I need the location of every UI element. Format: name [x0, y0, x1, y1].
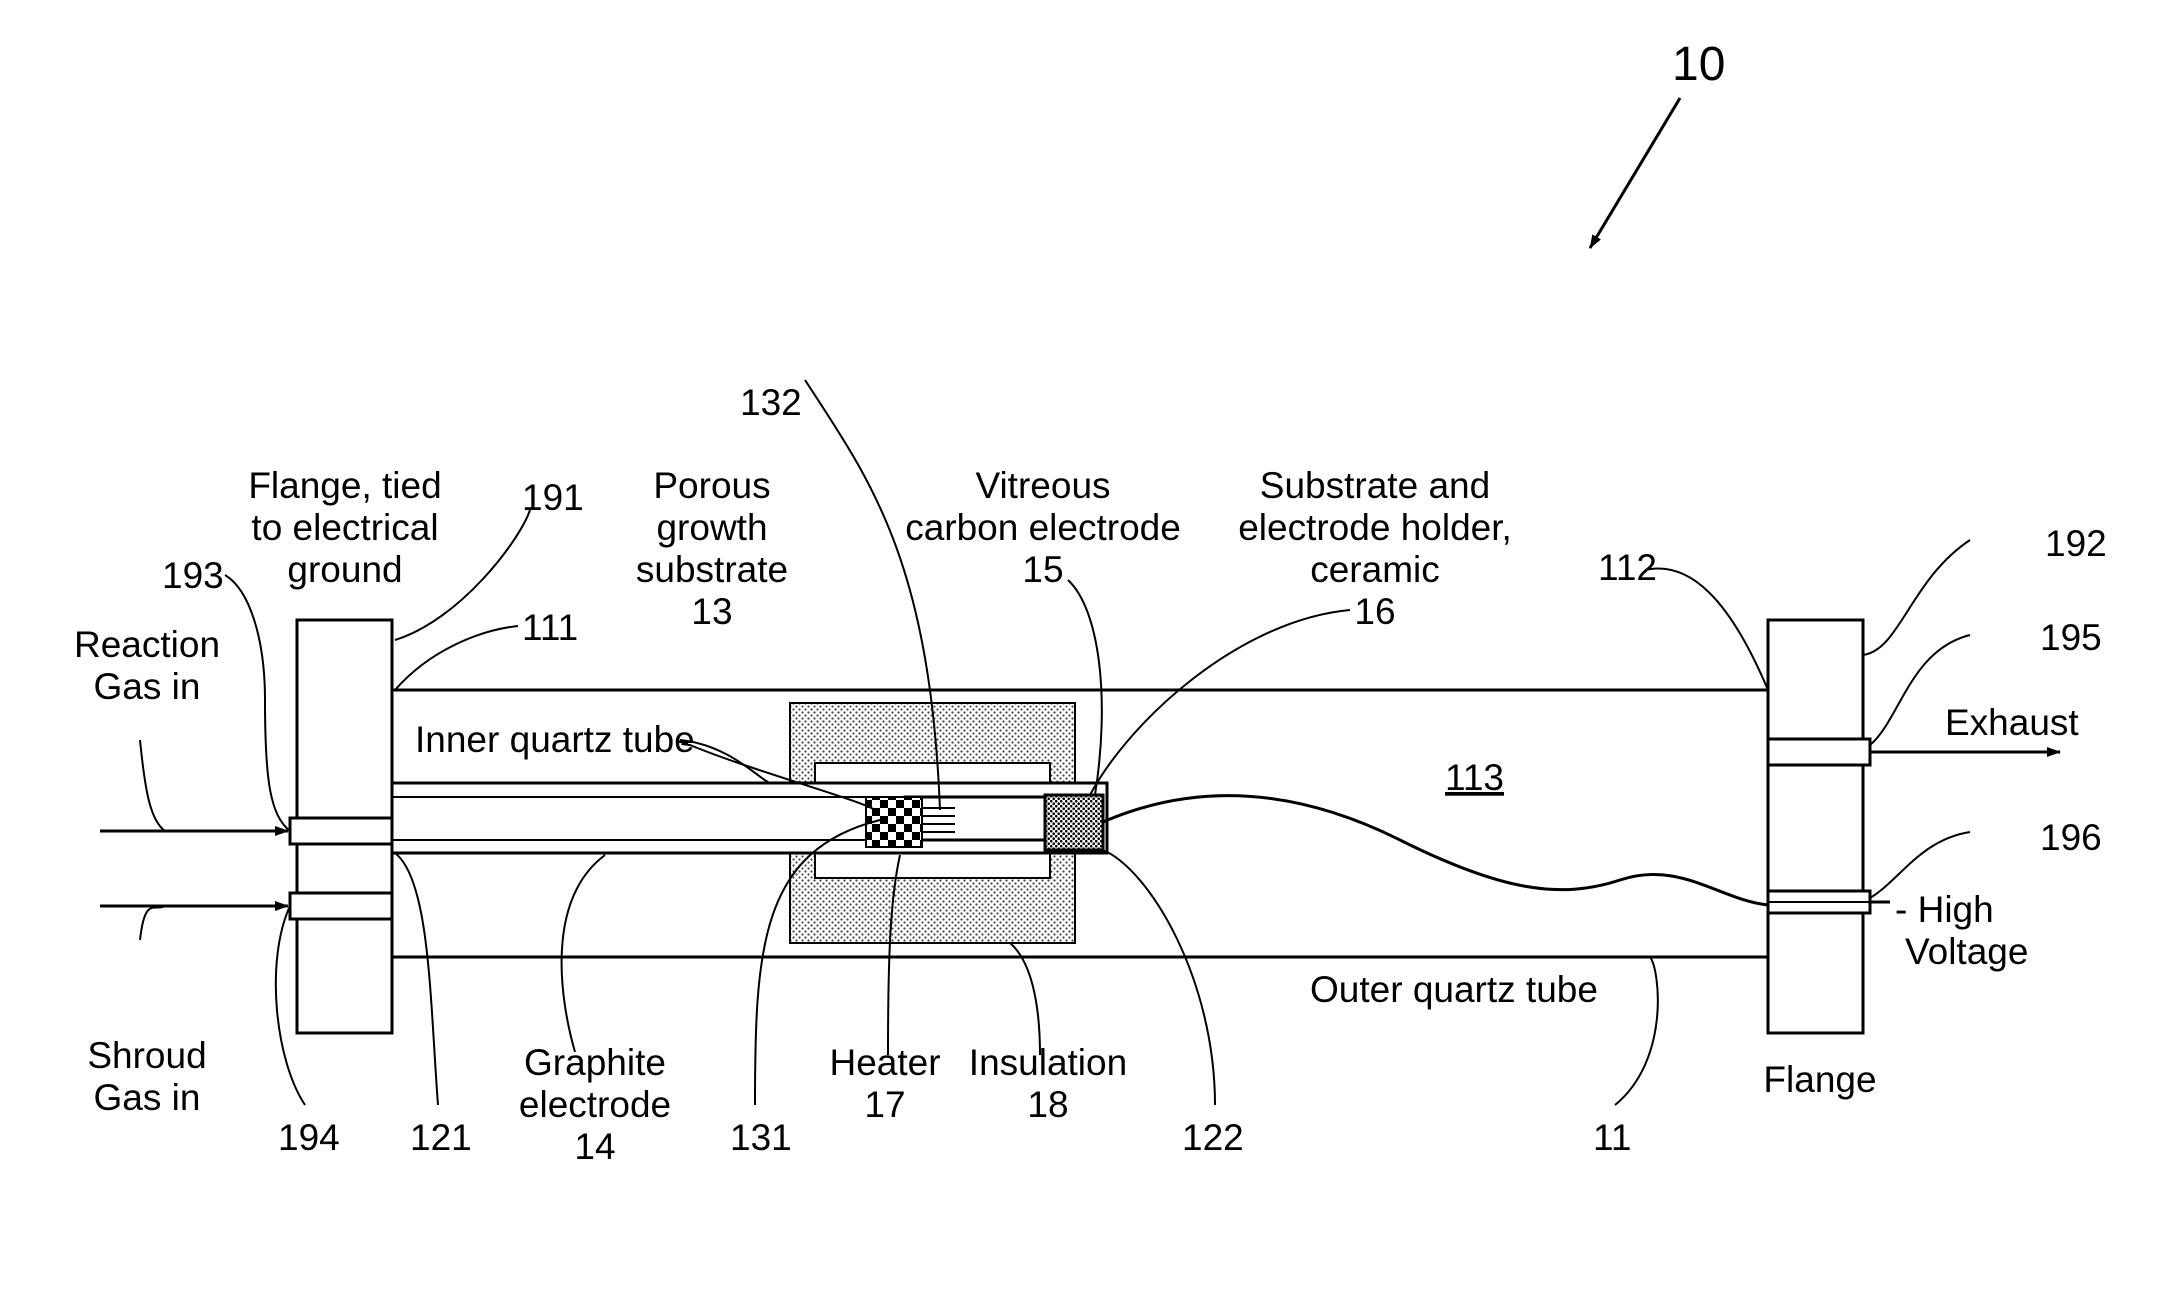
svg-text:substrate: substrate [636, 549, 788, 590]
svg-text:electrode: electrode [519, 1084, 671, 1125]
exhaust-label: Exhaust [1945, 702, 2079, 743]
svg-text:Gas in: Gas in [94, 1077, 201, 1118]
svg-text:ceramic: ceramic [1310, 549, 1440, 590]
svg-text:Graphite: Graphite [524, 1042, 666, 1083]
svg-text:Vitreous: Vitreous [975, 465, 1110, 506]
ref-196: 196 [2040, 817, 2102, 858]
reaction-gas-port[interactable] [290, 818, 392, 844]
shroud-gas-label: Shroud Gas in [87, 1035, 206, 1118]
svg-text:17: 17 [864, 1084, 905, 1125]
right-flange [1768, 620, 1863, 1033]
svg-text:14: 14 [574, 1126, 615, 1167]
svg-text:Insulation: Insulation [969, 1042, 1127, 1083]
ref-193: 193 [162, 555, 224, 596]
svg-text:Flange, tied: Flange, tied [248, 465, 441, 506]
svg-text:16: 16 [1354, 591, 1395, 632]
high-voltage-label: - High Voltage [1895, 889, 2028, 972]
region-113-label: 113 [1445, 757, 1504, 798]
svg-text:to electrical: to electrical [251, 507, 438, 548]
ref-10-label: 10 [1672, 38, 1725, 91]
ref-11: 11 [1593, 1117, 1631, 1158]
ref-132: 132 [740, 382, 802, 423]
svg-text:Heater: Heater [829, 1042, 940, 1083]
exhaust-port[interactable] [1768, 739, 1870, 765]
svg-text:Shroud: Shroud [87, 1035, 206, 1076]
flange-ground-label: Flange, tied to electrical ground [248, 465, 441, 590]
ref-112: 112 [1598, 547, 1657, 588]
ref-111: 111 [522, 607, 578, 648]
high-voltage-wire [1103, 796, 1768, 905]
svg-text:ground: ground [287, 549, 402, 590]
svg-text:carbon electrode: carbon electrode [905, 507, 1181, 548]
ref-191: 191 [522, 477, 584, 518]
shroud-gas-port[interactable] [290, 893, 392, 919]
svg-text:Reaction: Reaction [74, 624, 220, 665]
heater-label: Heater 17 [829, 1042, 940, 1125]
svg-text:18: 18 [1027, 1084, 1068, 1125]
ref-10-arrow [1590, 98, 1680, 248]
inner-tube-label: Inner quartz tube [415, 719, 695, 760]
flange-label: Flange [1763, 1059, 1876, 1100]
svg-text:growth: growth [656, 507, 767, 548]
svg-text:Voltage: Voltage [1905, 931, 2028, 972]
ref-192: 192 [2045, 523, 2107, 564]
ref-122: 122 [1182, 1117, 1244, 1158]
ref-121: 121 [410, 1117, 472, 1158]
outer-tube-label: Outer quartz tube [1310, 969, 1598, 1010]
vitreous-carbon-electrode [905, 797, 1045, 840]
svg-text:15: 15 [1022, 549, 1063, 590]
electrode-holder-ceramic [1045, 795, 1103, 850]
graphite-electrode-label: Graphite electrode 14 [519, 1042, 671, 1167]
ref-194: 194 [278, 1117, 340, 1158]
reaction-gas-label: Reaction Gas in [74, 624, 220, 707]
svg-text:Substrate and: Substrate and [1260, 465, 1490, 506]
ref-131: 131 [730, 1117, 792, 1158]
vitreous-electrode-label: Vitreous carbon electrode 15 [905, 465, 1181, 590]
svg-text:13: 13 [691, 591, 732, 632]
ref-195: 195 [2040, 617, 2102, 658]
porous-substrate-label: Porous growth substrate 13 [636, 465, 788, 632]
svg-text:electrode holder,: electrode holder, [1238, 507, 1512, 548]
svg-text:Porous: Porous [653, 465, 770, 506]
holder-label: Substrate and electrode holder, ceramic … [1238, 465, 1512, 632]
insulation-label: Insulation 18 [969, 1042, 1127, 1125]
svg-text:Gas in: Gas in [94, 666, 201, 707]
svg-text:- High: - High [1895, 889, 1994, 930]
